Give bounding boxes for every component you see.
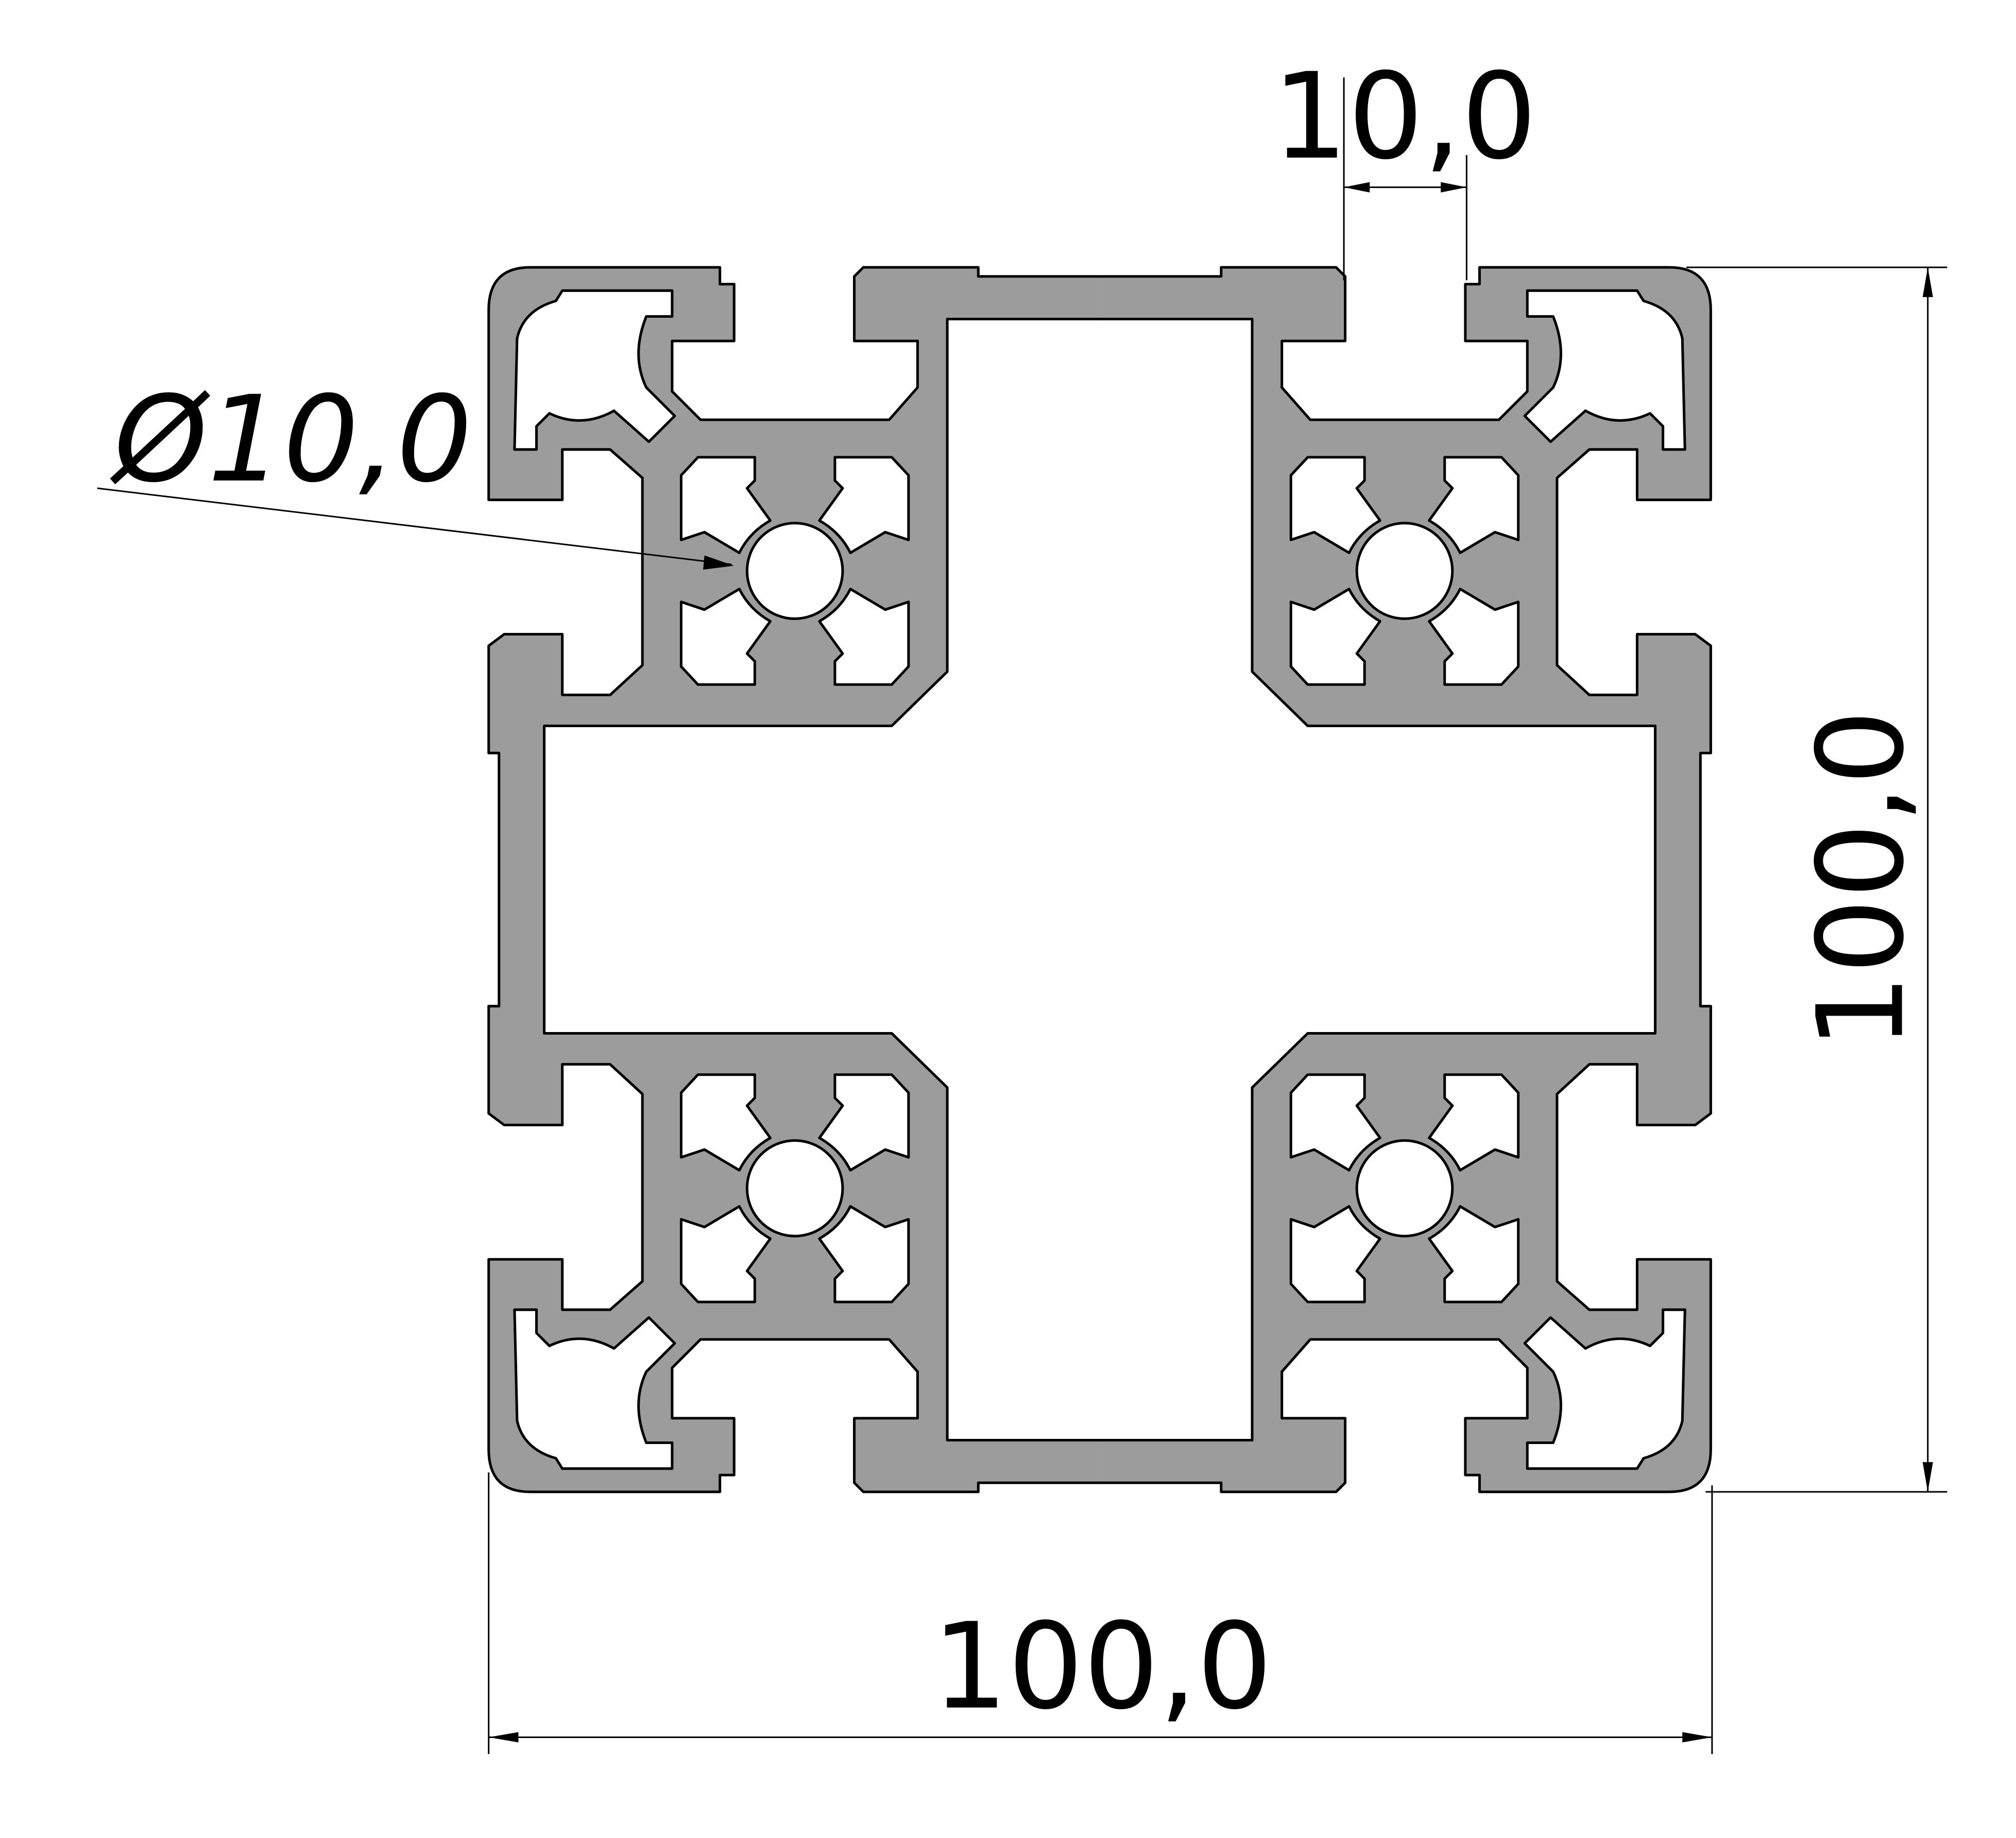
arrow-icon	[488, 1732, 519, 1743]
bore-label: Ø10,0	[110, 371, 472, 509]
arrow-icon	[1682, 1732, 1712, 1743]
arrow-icon	[1922, 1462, 1933, 1492]
arrow-icon	[1441, 182, 1467, 193]
bore-dimension: Ø10,0	[97, 371, 734, 570]
slot-width-dimension: 10,0	[1272, 48, 1537, 281]
width-label: 100,0	[932, 1598, 1273, 1736]
height-dimension: 100,0	[1686, 266, 1947, 1493]
height-label: 100,0	[1792, 710, 1930, 1050]
arrow-icon	[703, 555, 734, 570]
arrow-icon	[1344, 182, 1370, 193]
width-dimension: 100,0	[488, 1472, 1713, 1754]
slot-width-label: 10,0	[1272, 48, 1537, 186]
arrow-icon	[1922, 267, 1933, 297]
